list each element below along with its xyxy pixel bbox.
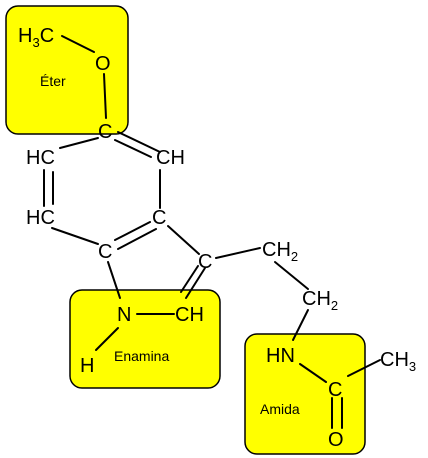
bond-cpyrrole-ch-outer [185, 267, 206, 299]
bond-hc-c-junction [51, 227, 99, 245]
bond-junction-cmid-outer [114, 221, 151, 241]
bond-n-h [95, 327, 119, 351]
bond-junction-n [107, 261, 121, 299]
bond-cpyrrole-ch-inner [180, 265, 199, 293]
atom-c-carbonyl: C [328, 379, 342, 401]
ether-highlight-box [5, 5, 129, 135]
bond-ch2-hn [292, 309, 309, 341]
label-ether: Éter [40, 73, 66, 89]
bond-c-ch-inner [114, 139, 152, 158]
atom-n-ring: N [117, 304, 131, 326]
atom-ch3: CH3 [380, 349, 416, 374]
bond-c-ch3 [347, 359, 381, 377]
atom-ch-pyrrole: CH [175, 304, 204, 326]
atom-c-top: C [98, 121, 112, 143]
atom-c-pyrrole: C [198, 251, 212, 273]
label-enamine: Enamina [114, 348, 169, 364]
bond-lines [43, 35, 381, 429]
atom-c-junction: C [98, 241, 112, 263]
atom-o-ether: O [95, 53, 111, 75]
atom-ch2-first: CH2 [262, 239, 298, 264]
bond-c-ch-outer [117, 131, 161, 153]
label-amide: Amida [260, 401, 300, 417]
atom-h-nh: H [80, 355, 94, 377]
bond-cpyrrole-ch2 [215, 247, 261, 259]
atom-ch-right-upper: CH [156, 147, 185, 169]
bond-o-c [103, 73, 107, 119]
bond-hn-c [299, 363, 327, 383]
atom-hc-left-lower: HC [26, 207, 55, 229]
amide-highlight-box [244, 333, 366, 455]
bond-cmid-cpyrrole [167, 225, 200, 255]
enamine-highlight-box [69, 289, 221, 389]
bond-ch3-o [61, 35, 95, 53]
atom-hn-amide: HN [266, 345, 295, 367]
atom-o-carbonyl: O [328, 429, 344, 451]
bond-c-hc-upper [59, 137, 99, 149]
atom-hc-left-upper: HC [26, 147, 55, 169]
bond-junction-cmid-inner [117, 228, 157, 250]
atom-ch2-second: CH2 [302, 288, 338, 313]
atom-h3c: H3C [18, 25, 54, 50]
atom-c-right-mid: C [152, 207, 166, 229]
bond-ch2-ch2 [274, 261, 309, 290]
